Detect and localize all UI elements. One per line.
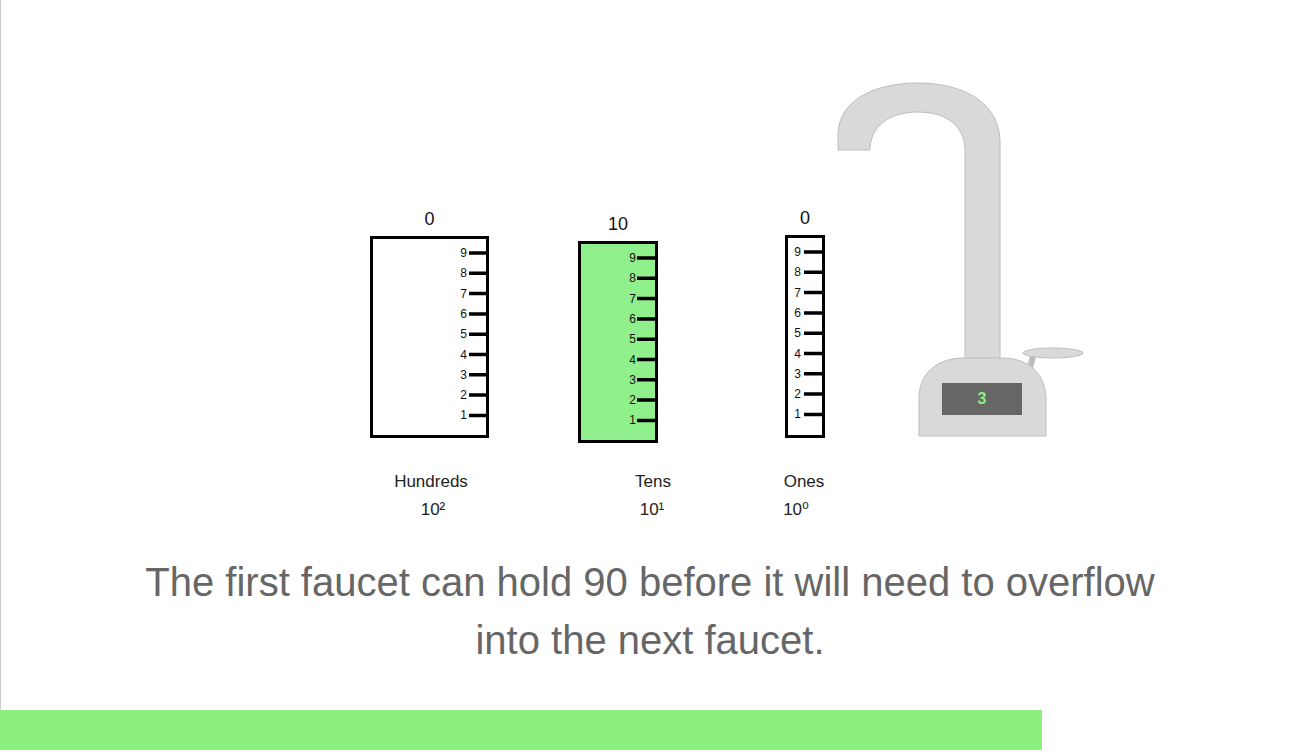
- caption: The first faucet can hold 90 before it w…: [130, 553, 1170, 669]
- place-power: 10²: [333, 499, 533, 521]
- scale-number: 5: [460, 327, 467, 341]
- scale-number: 3: [460, 368, 467, 382]
- scale-number: 1: [629, 413, 636, 427]
- scale-number: 4: [629, 353, 636, 367]
- level-value: 0: [343, 208, 516, 230]
- scale-number: 9: [794, 245, 801, 259]
- scale-number: 7: [794, 286, 801, 300]
- scale-number: 8: [460, 266, 467, 280]
- scale-number: 2: [460, 388, 467, 402]
- scale-number: 5: [629, 332, 636, 346]
- page-edge: [0, 0, 1, 710]
- faucet-spout: [838, 83, 1000, 362]
- level-value: 10: [551, 213, 685, 235]
- scale-number: 9: [460, 246, 467, 260]
- scale-number: 6: [629, 312, 636, 326]
- scale-number: 6: [460, 307, 467, 321]
- scale-number: 7: [629, 292, 636, 306]
- place-name: Tens: [553, 471, 753, 493]
- scale-number: 3: [794, 367, 801, 381]
- place-name: Hundreds: [331, 471, 531, 493]
- scale-number: 6: [794, 306, 801, 320]
- scale-ticks: [469, 253, 487, 415]
- hundreds-container: 0987654321: [370, 236, 489, 438]
- progress-bar: [0, 710, 1042, 750]
- scale-ticks: [637, 258, 656, 420]
- faucet-handle: [1023, 348, 1083, 358]
- scale-number: 1: [460, 408, 467, 422]
- ones-container: 0987654321: [785, 235, 825, 438]
- faucet-base: [919, 358, 1046, 436]
- place-name: Ones: [704, 471, 904, 493]
- scale-number: 7: [460, 287, 467, 301]
- scale-number: 2: [794, 387, 801, 401]
- scale-number: 8: [629, 271, 636, 285]
- tens-container: 10987654321: [578, 241, 658, 443]
- water-fill: [578, 241, 658, 443]
- place-power: 10¹: [552, 499, 752, 521]
- display-number: 3: [942, 383, 1022, 415]
- scale-number: 4: [460, 348, 467, 362]
- scale-ticks: [804, 252, 822, 414]
- scale-number: 3: [629, 373, 636, 387]
- scale-number: 8: [794, 265, 801, 279]
- scale-number: 9: [629, 251, 636, 265]
- place-power: 10⁰: [696, 499, 896, 521]
- scale-number: 2: [629, 393, 636, 407]
- scale-number: 4: [794, 347, 801, 361]
- scale-number: 5: [794, 326, 801, 340]
- faucet-display: 3: [942, 383, 1022, 415]
- scale-number: 1: [794, 407, 801, 421]
- level-value: 0: [758, 207, 852, 229]
